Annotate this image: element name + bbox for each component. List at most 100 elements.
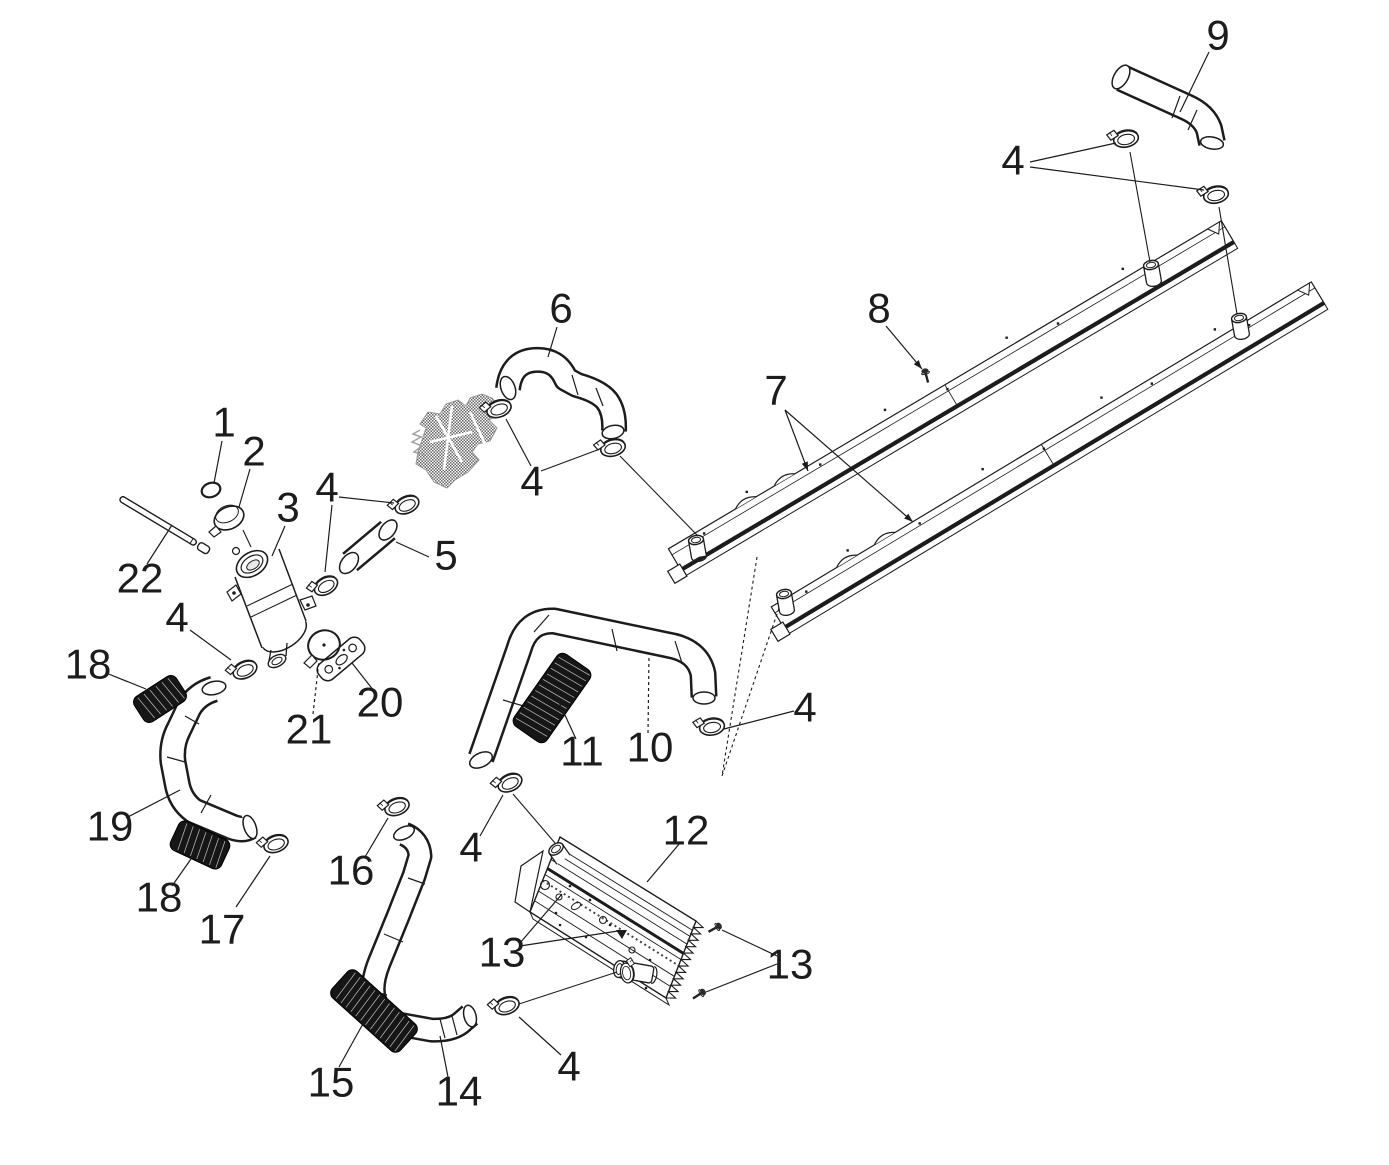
static-parts (119, 393, 500, 682)
leader-line (505, 418, 532, 467)
callout-label-13: 13 (479, 929, 526, 976)
clamp-screw-housing (386, 498, 400, 511)
screw (692, 988, 706, 1000)
hose (360, 822, 479, 1043)
callout-label-12: 12 (663, 807, 710, 854)
leader-line (705, 963, 778, 993)
leader-line (519, 930, 619, 947)
leader-line (235, 855, 271, 908)
clamp-screw-housing (224, 663, 238, 676)
install-line (619, 455, 699, 537)
leader-line (125, 789, 181, 819)
leader-line (784, 409, 914, 523)
leader-line (439, 1035, 449, 1078)
clamp-screw-housing (486, 998, 500, 1011)
clamp-screw-housing (489, 776, 503, 789)
callout-label-20: 20 (357, 679, 404, 726)
hose-end (468, 751, 494, 769)
hose-bump (773, 473, 795, 487)
clamp-screw-housing (1105, 129, 1119, 141)
hose-end (338, 551, 360, 575)
rail-foot (769, 621, 791, 643)
hose (159, 676, 257, 843)
leader-line (213, 440, 223, 484)
callout-label-19: 19 (87, 803, 134, 850)
ribbed-sleeve (169, 820, 231, 870)
clamp-screw-housing (255, 836, 269, 849)
callout-label-8: 8 (867, 285, 890, 332)
screw (707, 922, 722, 933)
callout-label-21: 21 (286, 706, 333, 753)
leader-line (364, 817, 389, 858)
leader-line (338, 1021, 365, 1068)
seal-ring (200, 481, 222, 499)
clamp-screw-housing (625, 957, 635, 968)
hose-end (462, 1004, 478, 1028)
leader-line (395, 541, 430, 558)
leader-arrow (913, 360, 922, 369)
leader-line (338, 496, 395, 504)
screw (921, 368, 930, 383)
cooling-fins (665, 920, 705, 999)
coolant-port (687, 534, 707, 562)
clamp-screw-housing (592, 439, 606, 451)
leader-arrow (801, 461, 808, 471)
hose-end (1111, 64, 1131, 90)
hose-clamp (692, 717, 726, 736)
leader-line (723, 710, 795, 730)
rail-foot (666, 563, 688, 585)
leader-line (647, 654, 650, 734)
leader-line (1179, 51, 1210, 113)
callout-label-4: 4 (165, 594, 188, 641)
callout-label-3: 3 (276, 484, 299, 531)
leader-line (479, 794, 504, 837)
callout-label-11: 11 (560, 728, 604, 775)
leader-line (1029, 142, 1117, 163)
hoses (159, 64, 1226, 1043)
install-line (1129, 151, 1151, 263)
vent-tube (119, 496, 211, 555)
ribbed-sleeve (512, 652, 592, 744)
hose (1116, 65, 1226, 146)
hose-clamp (489, 772, 523, 793)
callout-label-4: 4 (557, 1043, 580, 1090)
callout-label-16: 16 (328, 847, 375, 894)
heat-exchanger-rail (666, 219, 1239, 585)
hose-end (392, 825, 416, 841)
exchanger-inlet-port (548, 842, 571, 865)
leader-line (540, 448, 601, 472)
leader-line (271, 525, 286, 557)
hose-bump (836, 554, 858, 568)
clamp-screw-housing (478, 401, 492, 414)
clamp-screw-housing (305, 580, 319, 593)
pressure-cap (208, 504, 245, 538)
heat-exchanger-rail (769, 281, 1329, 643)
leader-line (557, 699, 577, 740)
leader-line (519, 893, 563, 944)
hose-clamp (305, 575, 339, 597)
callout-label-18: 18 (65, 641, 112, 688)
hose-bump (734, 496, 757, 510)
ribbed-sleeve (133, 674, 187, 724)
leader-line (146, 524, 173, 565)
leader-line (885, 325, 923, 370)
hose-clamp (376, 796, 410, 817)
hose-end (201, 680, 227, 696)
leader-line (324, 504, 333, 573)
hose-end (242, 814, 258, 840)
leader-line (312, 660, 320, 715)
hose-end (499, 375, 517, 401)
install-line (242, 529, 252, 548)
leader-line (784, 409, 809, 472)
callout-label-15: 15 (308, 1059, 355, 1106)
install-line (1218, 206, 1238, 315)
callout-label-9: 9 (1206, 12, 1229, 59)
hose-clamp (478, 398, 512, 419)
hose-end (692, 691, 716, 705)
hose-bump (873, 531, 896, 546)
callout-label-17: 17 (199, 906, 246, 953)
hose-clamp (386, 494, 420, 515)
clamp-screw-housing (376, 799, 390, 812)
